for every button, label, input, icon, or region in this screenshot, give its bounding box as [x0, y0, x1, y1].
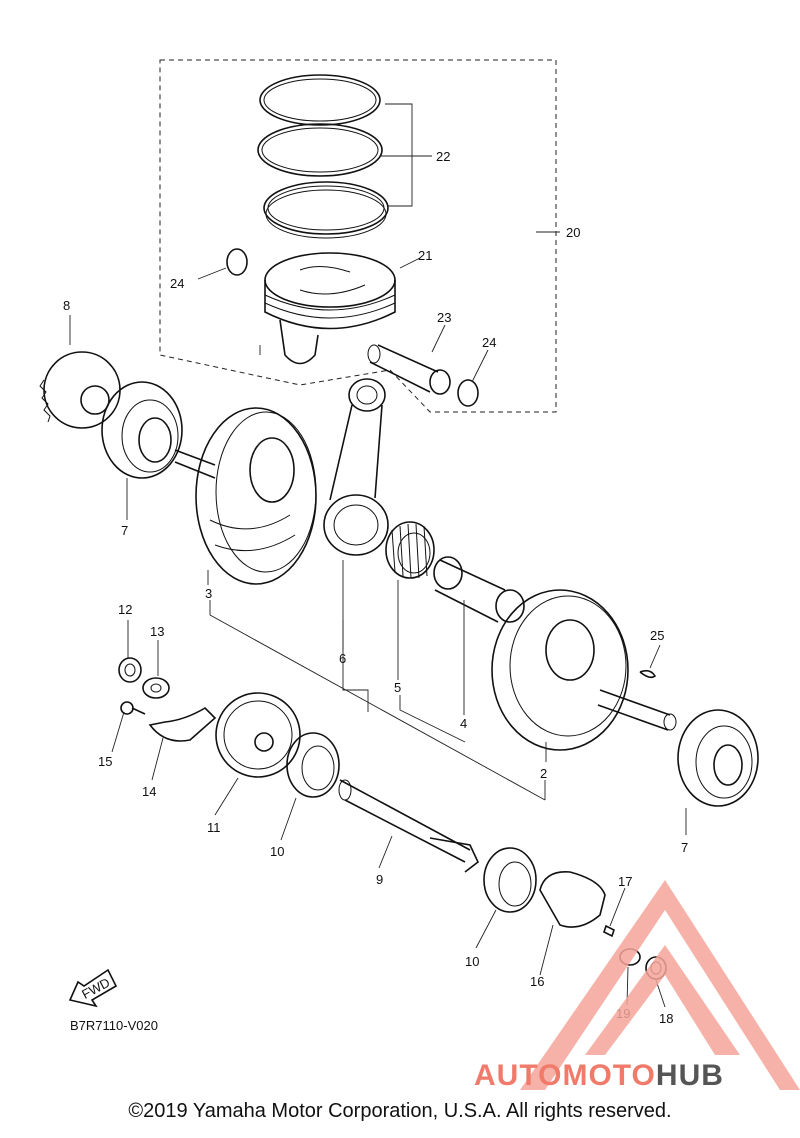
balancer-gear	[215, 692, 301, 778]
piston-pin-clip-right	[457, 379, 479, 407]
balancer-bearing-left	[286, 732, 340, 798]
part-label-24-left: 24	[170, 276, 184, 291]
part-label-13: 13	[150, 624, 164, 639]
connecting-rod	[323, 378, 389, 556]
part-label-18: 18	[659, 1011, 673, 1026]
bearing-left	[101, 381, 183, 479]
part-label-24-right: 24	[482, 335, 496, 350]
part-label-9: 9	[376, 872, 383, 887]
part-label-14: 14	[142, 784, 156, 799]
part-label-7-left: 7	[121, 523, 128, 538]
woodruff-key	[639, 669, 657, 679]
part-label-25: 25	[650, 628, 664, 643]
part-label-22: 22	[436, 149, 450, 164]
part-label-16: 16	[530, 974, 544, 989]
part-label-3: 3	[205, 586, 212, 601]
crank-web-right	[491, 589, 677, 751]
part-label-7-right: 7	[681, 840, 688, 855]
part-label-10-left: 10	[270, 844, 284, 859]
watermark-text-primary: AUTOMOTO	[474, 1059, 656, 1092]
balancer-bearing-right	[483, 847, 537, 913]
part-label-8: 8	[63, 298, 70, 313]
piston-pin-clip-left	[226, 248, 248, 276]
watermark-text-secondary: HUB	[656, 1059, 724, 1092]
part-label-21: 21	[418, 248, 432, 263]
part-label-20: 20	[566, 225, 580, 240]
piston	[264, 252, 396, 365]
part-label-5: 5	[394, 680, 401, 695]
balancer-weight	[539, 871, 606, 928]
bearing-right	[677, 709, 759, 807]
part-label-11: 11	[207, 820, 221, 835]
part-label-10-right: 10	[465, 954, 479, 969]
copyright-notice: ©2019 Yamaha Motor Corporation, U.S.A. A…	[128, 1100, 672, 1122]
part-label-6: 6	[339, 651, 346, 666]
part-label-12: 12	[118, 602, 132, 617]
part-label-15: 15	[98, 754, 112, 769]
part-label-23: 23	[437, 310, 451, 325]
diagram-code: B7R7110-V020	[70, 1018, 158, 1033]
nut	[118, 657, 142, 683]
piston-rings	[257, 74, 389, 239]
balancer-plate	[148, 706, 217, 742]
bolt	[120, 701, 146, 715]
crank-pin	[433, 556, 525, 623]
part-label-2: 2	[540, 766, 547, 781]
part-label-4: 4	[460, 716, 467, 731]
drive-gear	[39, 351, 121, 429]
piston-assembly-boundary	[159, 59, 557, 413]
lock-washer	[142, 677, 170, 699]
svg-text:AUTOMOTOHUB: AUTOMOTOHUB	[474, 1059, 724, 1092]
watermark-triangle	[520, 880, 800, 1090]
crank-web-left	[174, 407, 317, 585]
balancer-key	[603, 924, 615, 938]
watermark-logo: AUTOMOTOHUB	[474, 880, 800, 1092]
part-label-17: 17	[618, 874, 632, 889]
piston-pin	[367, 344, 451, 395]
forward-arrow-icon: FWD	[68, 968, 118, 1008]
needle-bearing	[385, 521, 435, 579]
balancer-shaft	[338, 779, 479, 873]
